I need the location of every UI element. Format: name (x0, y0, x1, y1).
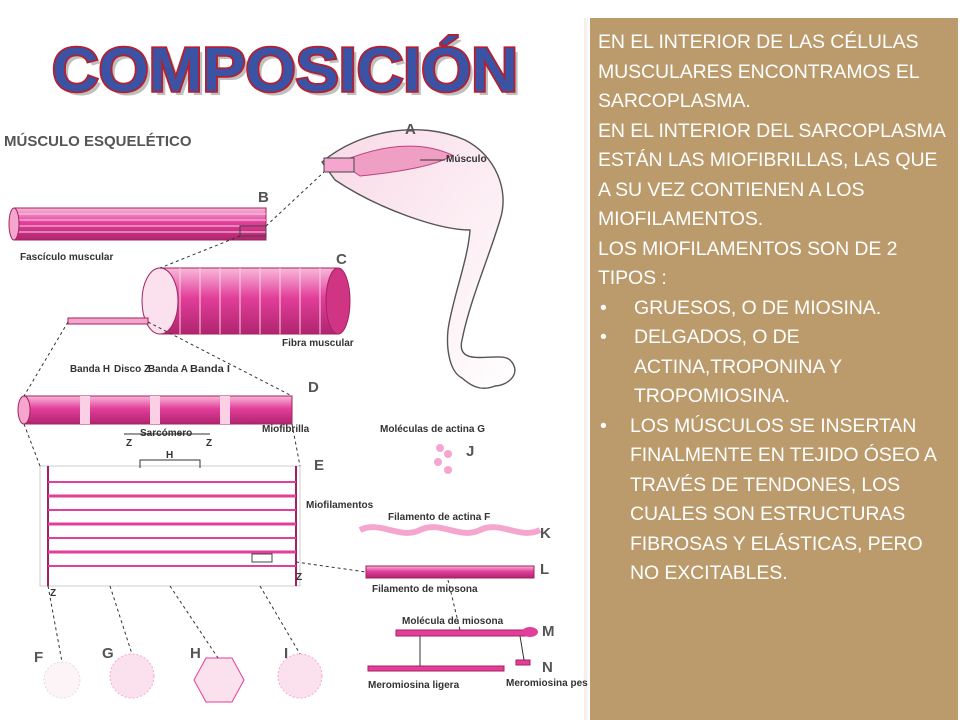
slide-title-text: COMPOSICIÓN (52, 36, 518, 105)
cross-sections (43, 585, 323, 703)
bullet-text: GRUESOS, O DE MIOSINA. (634, 296, 882, 319)
letter-j: J (466, 443, 474, 460)
paragraph-miofibrillas: EN EL INTERIOR DEL SARCOPLASMA ESTÁN LAS… (598, 119, 945, 231)
label-banda-a: Banda A (148, 364, 188, 375)
label-fibra: Fibra muscular (282, 338, 354, 349)
label-miofibrilla: Miofibrilla (262, 424, 310, 435)
letter-c: C (336, 251, 347, 268)
panel-divider (584, 18, 590, 720)
fasciculo-body (13, 207, 267, 241)
fasciculo-bundle (8, 171, 325, 241)
paragraph-sarcoplasma: EN EL INTERIOR DE LAS CÉLULAS MUSCULARES… (598, 31, 919, 112)
fibra-cylinder (67, 235, 351, 335)
letter-l: L (540, 561, 549, 578)
letter-b: B (258, 189, 269, 206)
label-z-e1: Z (50, 588, 56, 599)
label-actina-g: Moléculas de actina G (380, 424, 485, 435)
bullet-item-tendones: • LOS MÚSCULOS SE INSERTAN FINALMENTE EN… (598, 412, 948, 589)
letter-m: M (542, 623, 555, 640)
label-banda-i: Banda I (190, 364, 230, 375)
bullet-item-delgados: • DELGADOS, O DE ACTINA,TROPONINA Y TROP… (598, 323, 948, 412)
arm-shape (321, 129, 516, 389)
letter-k: K (540, 525, 551, 542)
label-mero-ligera: Meromiosina ligera (368, 680, 460, 691)
miosina-molecule (395, 579, 538, 637)
actina-g-molecules (434, 444, 452, 474)
bullet-dot: • (600, 414, 607, 437)
text-panel: EN EL INTERIOR DE LAS CÉLULAS MUSCULARES… (590, 18, 958, 720)
letter-n: N (542, 659, 553, 676)
label-banda-h: Banda H (70, 364, 110, 375)
label-miofilamentos: Miofilamentos (306, 500, 374, 511)
letter-a: A (405, 121, 416, 138)
miosina-filament-body (365, 565, 535, 579)
bullet-dot: • (600, 326, 607, 348)
letter-e: E (314, 457, 324, 474)
bullet-item-gruesos: • GRUESOS, O DE MIOSINA. (598, 294, 948, 324)
actina-f-filament (358, 524, 542, 536)
label-fasciculo: Fascículo muscular (20, 252, 113, 263)
sarcomero-filaments (23, 423, 301, 587)
label-miosina-mol: Molécula de miosona (402, 616, 504, 627)
label-z-d2: Z (206, 438, 212, 449)
label-z-e2: Z (296, 572, 302, 583)
bullet-dot: • (600, 296, 607, 319)
meromiosina-parts (367, 635, 531, 672)
letter-d: D (308, 379, 319, 396)
bullet-text: DELGADOS, O DE ACTINA,TROPONINA Y TROPOM… (634, 326, 842, 407)
label-miosina-fil: Filamento de miosona (372, 584, 478, 595)
label-actina-f: Filamento de actina F (388, 512, 490, 523)
slide-title: COMPOSICIÓN COMPOSICIÓN (52, 34, 522, 109)
label-disco-z: Disco Z (114, 364, 150, 375)
slide-title-shadow: COMPOSICIÓN (56, 40, 522, 109)
label-musculo: Músculo (446, 154, 487, 165)
arm-zoom-box (323, 157, 355, 173)
miosina-filament (295, 561, 535, 579)
label-mero-pesada: Meromiosina pesada (506, 678, 588, 689)
fibra-body (159, 267, 339, 335)
label-z-d1: Z (126, 438, 132, 449)
letter-g: G (102, 645, 114, 662)
arm-illustration (321, 129, 516, 389)
letter-i: I (284, 645, 288, 662)
diagram-heading: MÚSCULO ESQUELÉTICO (4, 132, 192, 150)
letter-h: H (190, 645, 201, 662)
label-h: H (166, 450, 173, 461)
muscle-anatomy-diagram: MÚSCULO ESQUELÉTICO A Músculo B Fascícul… (4, 121, 588, 703)
paragraph-tipos: LOS MIOFILAMENTOS SON DE 2 TIPOS : (598, 237, 898, 290)
label-sarcomero: Sarcómero (140, 428, 192, 439)
bullet-text: LOS MÚSCULOS SE INSERTAN FINALMENTE EN T… (630, 414, 936, 585)
letter-f: F (34, 649, 43, 666)
arm-muscle (338, 145, 453, 177)
miofibrilla-rod (17, 321, 293, 435)
bullet-list: • GRUESOS, O DE MIOSINA. • DELGADOS, O D… (598, 294, 948, 589)
